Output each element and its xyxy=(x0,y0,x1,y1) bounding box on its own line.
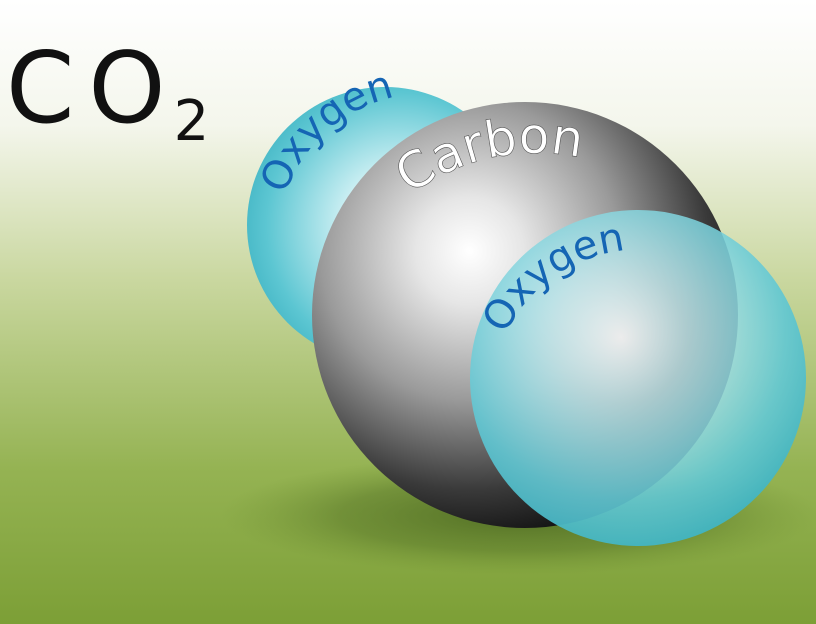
formula-main: CO xyxy=(6,32,180,146)
formula-subscript: 2 xyxy=(173,89,210,154)
oxygen-atom-right xyxy=(470,210,806,546)
chemical-formula: CO2 xyxy=(6,40,209,154)
